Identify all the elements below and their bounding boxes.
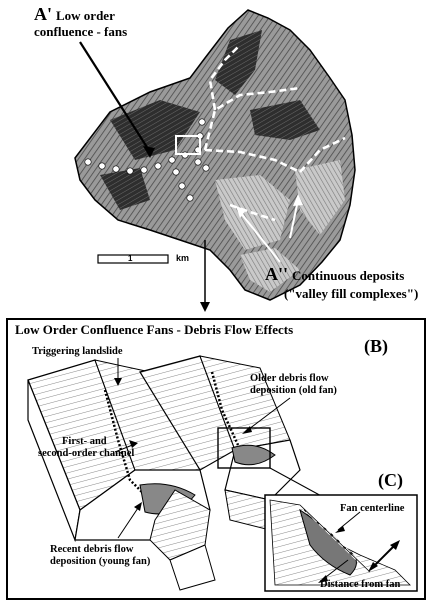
- light-slope-2: [295, 160, 345, 235]
- label-a-double-prime-letter: A'': [265, 264, 289, 284]
- label-fan-centerline: Fan centerline: [340, 503, 405, 514]
- label-channel-2: second-order channel: [38, 448, 135, 459]
- label-recent-1: Recent debris flow: [50, 544, 134, 555]
- label-older-1: Older debris flow: [250, 373, 329, 384]
- scale-bar: [97, 254, 169, 264]
- detail-box: [175, 135, 201, 155]
- label-b: (B): [364, 336, 388, 356]
- label-recent-2: deposition (young fan): [50, 556, 151, 567]
- label-a-double-prime: A'' Continuous deposits: [265, 264, 404, 285]
- label-a-prime: A' Low order: [34, 4, 115, 25]
- scale-unit: km: [176, 253, 190, 263]
- label-a-prime-text-1: Low order: [56, 8, 115, 23]
- dark-slope-4: [100, 168, 150, 210]
- watershed-terrain: [74, 9, 356, 301]
- label-a-double-prime-text-2: ("valley fill complexes"): [284, 286, 419, 301]
- label-a-prime-text-2: confluence - fans: [34, 24, 128, 39]
- label-channel-1: First- and: [62, 436, 107, 447]
- scale-value: 1: [128, 254, 133, 263]
- label-triggering-landslide: Triggering landslide: [32, 346, 123, 357]
- label-older-2: deposition (old fan): [250, 385, 337, 396]
- valley-fill-channels: [203, 44, 346, 222]
- dark-slope-1: [110, 100, 200, 160]
- dark-slope-3: [250, 100, 320, 140]
- panel-title: Low Order Confluence Fans - Debris Flow …: [15, 322, 294, 337]
- label-a-prime-letter: A': [34, 4, 52, 24]
- dark-slope-2: [215, 30, 262, 95]
- light-slope-3: [240, 248, 300, 292]
- inset-marker: [217, 427, 271, 469]
- block-diagram-b: [27, 355, 301, 591]
- label-c: (C): [378, 470, 403, 490]
- label-distance-from-fan: Distance from fan: [320, 579, 401, 590]
- label-a-double-prime-text-1: Continuous deposits: [292, 268, 405, 283]
